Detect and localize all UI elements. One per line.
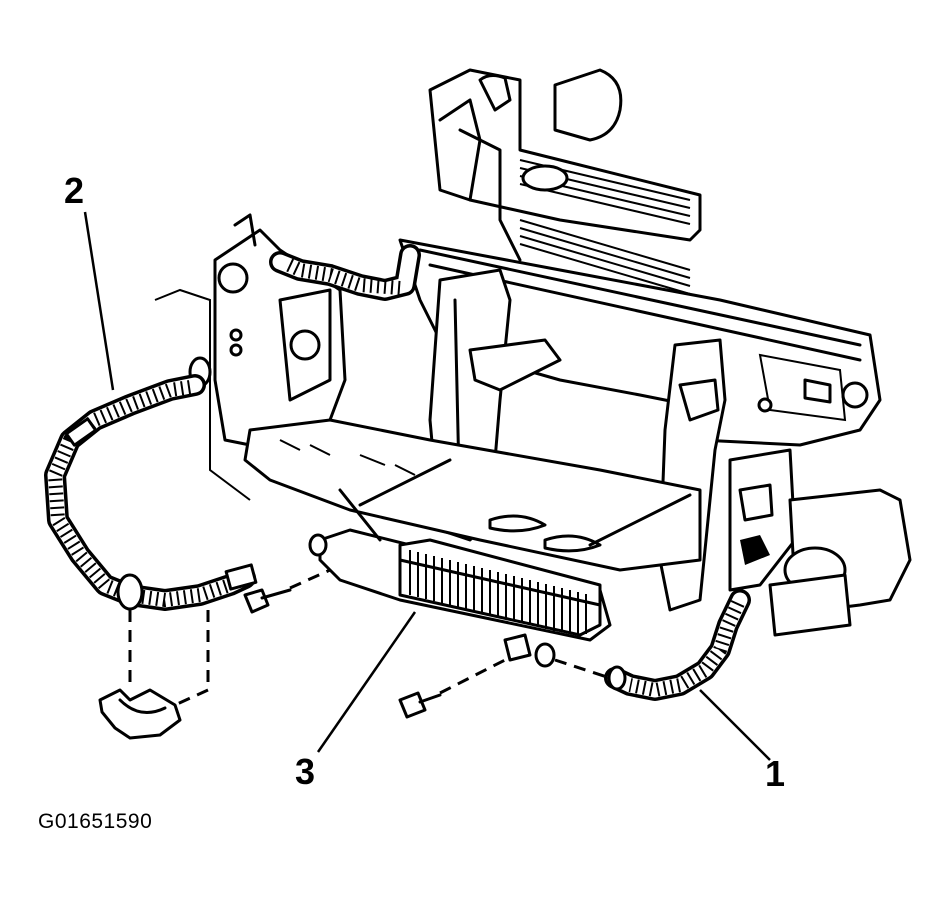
assembly-guide-lines [128, 568, 611, 707]
oil-cooler [308, 458, 692, 668]
figure-id: G01651590 [38, 810, 153, 833]
callout-3: 3 [295, 751, 316, 792]
cooler-hose-right [604, 589, 751, 701]
radiator-support-frame [154, 68, 912, 637]
mounting-bolts [243, 588, 442, 719]
callout-leaders [83, 211, 771, 761]
callout-1: 1 [765, 753, 786, 794]
hose-clip [98, 688, 182, 740]
cooler-hose-left [44, 374, 258, 611]
callout-2: 2 [64, 170, 85, 211]
upper-cooler-line [269, 244, 421, 301]
